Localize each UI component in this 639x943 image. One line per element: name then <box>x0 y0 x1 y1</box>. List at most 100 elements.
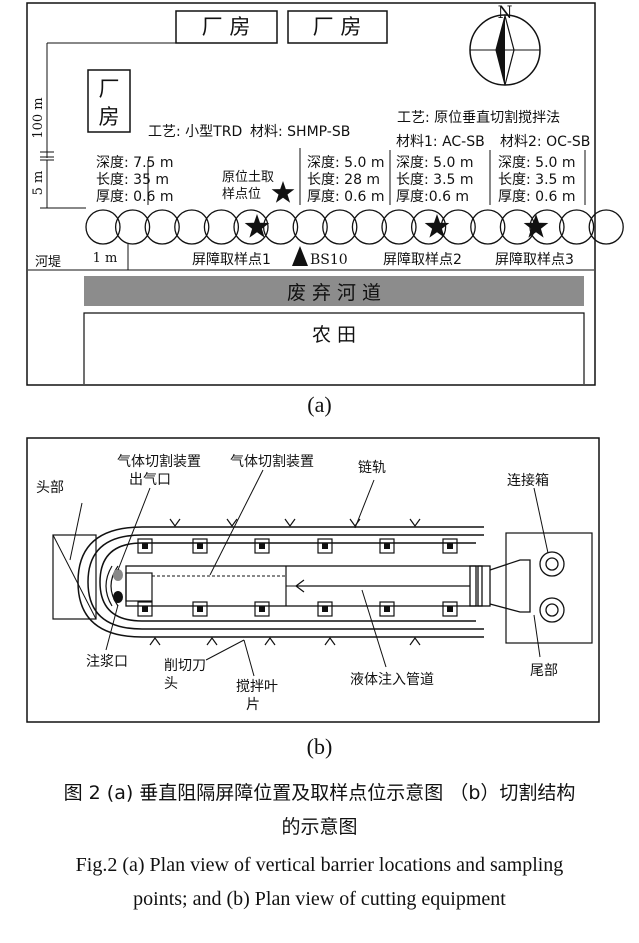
gas-device-label: 气体切割装置 <box>230 453 314 470</box>
leader-lines <box>69 469 549 677</box>
embankment-label: 河堤 <box>35 255 61 270</box>
soil-sample-star-icon <box>271 181 295 203</box>
farmland-outline <box>83 312 585 384</box>
chain-block <box>317 538 333 554</box>
head-nozzles <box>105 565 123 607</box>
barrier-column <box>114 209 151 245</box>
caption-cn-line-1: 图 2 (a) 垂直阻隔屏障位置及取样点位示意图 （b）切割结构 <box>63 782 576 804</box>
barrier-sample-star-2-icon <box>424 214 450 238</box>
bs10-label: BS10 <box>310 252 348 268</box>
gas-outlet-label-2: 出气口 <box>129 472 171 488</box>
barrier-column <box>203 209 240 245</box>
chain-block-core <box>259 543 265 549</box>
factory-label-left-2: 房 <box>99 105 120 129</box>
panel-a: 厂 房 厂 房 厂 房 N <box>26 2 624 386</box>
barrier-column <box>410 209 447 245</box>
factory-box-left <box>87 69 131 133</box>
panel-b: 头部 气体切割装置 出气口 气体切割装置 链轨 连接箱 注浆口 削切刀 头 搅拌… <box>26 437 600 723</box>
factory-box-top-2 <box>287 10 388 44</box>
barrier-column <box>381 209 417 245</box>
spec-thickness-3: 厚度:0.6 m <box>396 189 469 205</box>
process-label-1: 工艺: 小型TRD <box>148 124 242 140</box>
cutter-tooth-bottom <box>409 636 421 646</box>
barrier-column <box>262 209 299 245</box>
spec-thickness-4: 厚度: 0.6 m <box>498 189 576 205</box>
spec-depth-2: 深度: 5.0 m <box>307 155 385 171</box>
chain-block-core <box>447 606 453 612</box>
dim-100m-label: 100 m <box>31 97 46 138</box>
barrier-column <box>558 209 595 245</box>
barrier-sample-star-1-icon <box>244 214 270 238</box>
liquid-pipe-label: 液体注入管道 <box>350 672 434 688</box>
barrier-column <box>292 209 328 245</box>
sample-label-2: 屏障取样点2 <box>383 252 462 268</box>
connector-box <box>469 551 565 623</box>
segment-1-specs: 深度: 7.5 m 长度: 35 m 厚度: 0.6 m <box>96 155 174 205</box>
barrier-column <box>233 209 269 245</box>
material-label-2b: 材料2: OC-SB <box>500 134 590 150</box>
spec-depth-1: 深度: 7.5 m <box>96 155 174 171</box>
barrier-column <box>470 209 506 245</box>
spec-depth-4: 深度: 5.0 m <box>498 155 576 171</box>
chain-block <box>442 601 458 617</box>
segment-3-specs: 深度: 5.0 m 长度: 3.5 m 厚度:0.6 m <box>396 155 474 205</box>
process-label-2: 工艺: 原位垂直切割搅拌法 <box>397 109 560 126</box>
head-box <box>52 534 97 620</box>
cutter-tooth-bottom <box>206 636 218 646</box>
chain-block <box>254 538 270 554</box>
panel-b-label: (b) <box>306 734 333 759</box>
spec-thickness-1: 厚度: 0.6 m <box>96 189 174 205</box>
cutter-label-1: 削切刀 <box>164 658 206 674</box>
junction-label: 连接箱 <box>507 472 549 489</box>
barrier-column <box>144 209 180 245</box>
chain-label: 链轨 <box>358 460 386 476</box>
segment-4-specs: 深度: 5.0 m 长度: 3.5 m 厚度: 0.6 m <box>498 155 576 205</box>
chain-block-core <box>142 543 148 549</box>
chain-block-core <box>197 543 203 549</box>
sample-label-3: 屏障取样点3 <box>495 252 574 268</box>
cutter-ticks <box>149 518 421 646</box>
barrier-column <box>174 209 210 245</box>
factory-label-left-1: 厂 <box>99 77 120 101</box>
panel-b-frame <box>26 437 600 723</box>
chain-block-core <box>259 606 265 612</box>
chain-block <box>254 601 270 617</box>
blade-label-2: 片 <box>246 697 260 713</box>
caption-cn-line-2: 的示意图 <box>281 816 358 838</box>
barrier-column <box>322 209 358 245</box>
chain-track <box>77 526 484 638</box>
spec-depth-3: 深度: 5.0 m <box>396 155 474 171</box>
barrier-column <box>85 209 121 245</box>
barrier-column <box>440 209 476 245</box>
spec-length-4: 长度: 3.5 m <box>498 172 576 188</box>
chain-block <box>192 601 208 617</box>
cutter-tooth-top <box>226 518 238 528</box>
chain-blocks <box>137 538 458 617</box>
cutter-tooth-top <box>349 518 361 528</box>
chain-block-core <box>197 606 203 612</box>
cutter-label-2: 头 <box>164 676 178 692</box>
chain-block <box>379 601 395 617</box>
cutter-tooth-bottom <box>324 636 336 646</box>
chain-block <box>379 538 395 554</box>
barrier-column <box>588 209 624 245</box>
cutter-tooth-top <box>284 518 296 528</box>
grout-label: 注浆口 <box>86 654 128 670</box>
caption-en-line-1: Fig.2 (a) Plan view of vertical barrier … <box>75 854 564 876</box>
north-label: N <box>498 3 513 23</box>
spec-length-3: 长度: 3.5 m <box>396 172 474 188</box>
gas-outlet-label-1: 气体切割装置 <box>117 453 201 470</box>
spec-length-1: 长度: 35 m <box>96 172 169 188</box>
chain-block <box>442 538 458 554</box>
dim-5m-label: 5 m <box>31 171 46 196</box>
cutter-tooth-top <box>169 518 181 528</box>
head-diagonal <box>52 534 97 620</box>
abandoned-river-label: 废 弃 河 道 <box>287 282 381 304</box>
chain-block <box>317 601 333 617</box>
tail-box <box>505 532 593 644</box>
chain-block-core <box>322 606 328 612</box>
spec-thickness-2: 厚度: 0.6 m <box>307 189 385 205</box>
abandoned-river-band <box>84 276 584 306</box>
chain-block <box>137 538 153 554</box>
